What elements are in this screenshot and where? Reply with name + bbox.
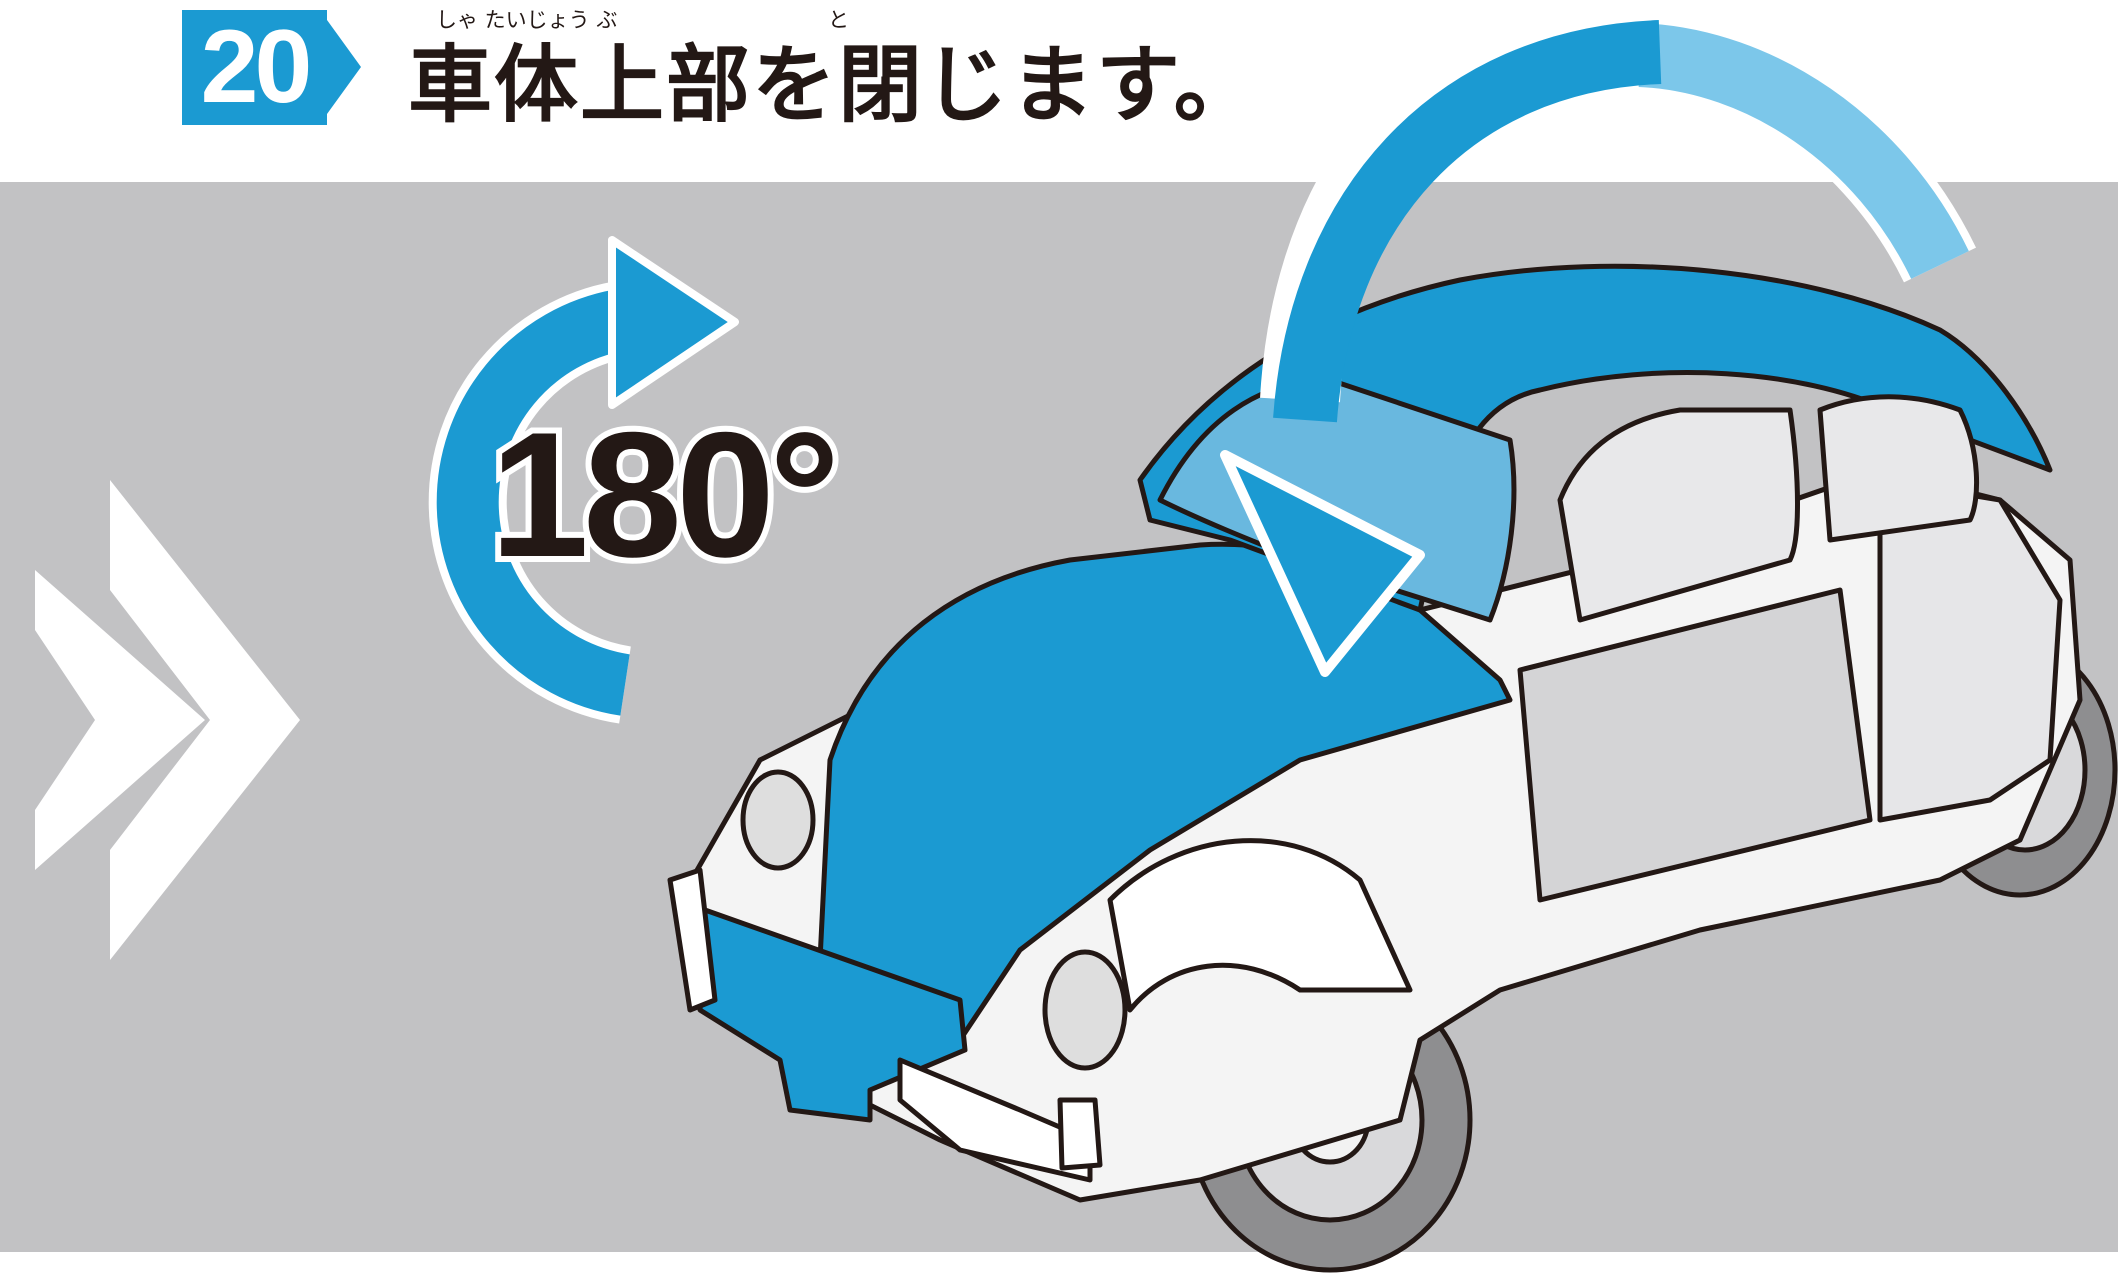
chevron-double-icon	[35, 480, 300, 960]
rotation-angle-label: 180°	[484, 394, 846, 596]
step-number: 20	[200, 9, 313, 125]
car-body-illustration	[667, 263, 2118, 1273]
rotate-arrow-icon	[428, 236, 739, 724]
step-number-badge: 20	[182, 10, 327, 125]
close-lid-arrow-icon	[1220, 0, 1977, 677]
step-title: 車体上部を閉じます。	[408, 36, 1260, 134]
bottom-border	[0, 1252, 2118, 1273]
step-arrow-icon	[327, 20, 361, 114]
title-ruby-2: と	[828, 8, 849, 32]
title-ruby-1: しゃ たいじょう ぶ	[436, 8, 618, 32]
step-title-block: しゃ たいじょう ぶ と 車体上部を閉じます。	[408, 0, 1408, 140]
